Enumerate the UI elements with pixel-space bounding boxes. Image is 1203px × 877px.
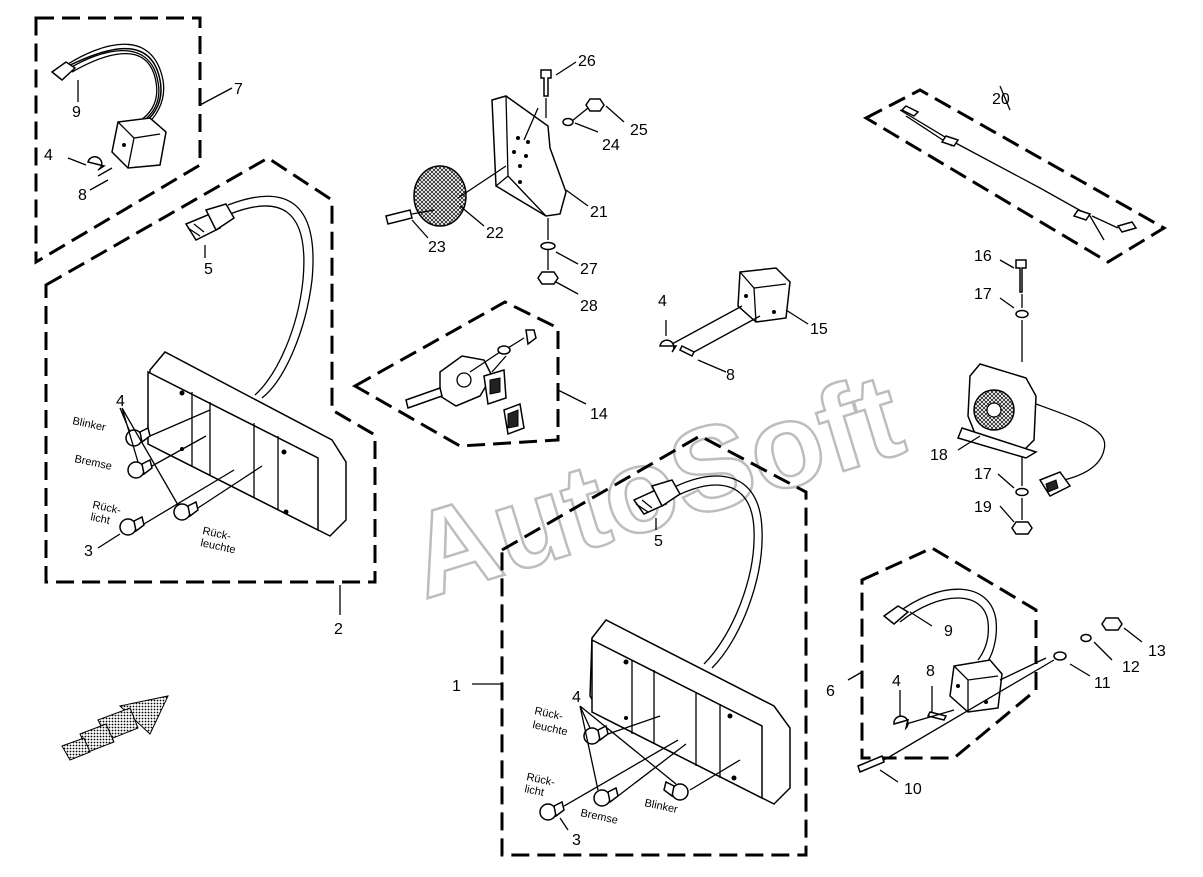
- callout-27: 27: [580, 261, 598, 278]
- callout-8b: 8: [726, 367, 735, 384]
- callout-20: 20: [992, 91, 1010, 108]
- callout-2: 2: [334, 621, 343, 638]
- callout-25: 25: [630, 122, 648, 139]
- callout-7: 7: [234, 81, 243, 98]
- callout-22: 22: [486, 225, 504, 242]
- callout-14: 14: [590, 406, 608, 423]
- label-left-rueckl-1: Rück-: [201, 525, 232, 543]
- group-2-rear-light: [44, 156, 377, 615]
- label-right-rueckl-1: Rück-: [533, 705, 564, 723]
- callout-8c: 8: [926, 663, 935, 680]
- group-6-marker-lamp: [847, 546, 1143, 783]
- callout-28: 28: [580, 298, 598, 315]
- group-7-marker-lamp: [34, 16, 233, 265]
- callout-26: 26: [578, 53, 596, 70]
- callout-24: 24: [602, 137, 620, 154]
- callout-18: 18: [930, 447, 948, 464]
- callout-8a: 8: [78, 187, 87, 204]
- callout-13: 13: [1148, 643, 1166, 660]
- callout-1: 1: [452, 678, 461, 695]
- label-left-blinker: Blinker: [71, 415, 107, 434]
- callout-4c: 4: [658, 293, 667, 310]
- group-1-rear-light: [472, 434, 808, 857]
- group-15-marker-lamp: [659, 267, 809, 373]
- label-right-bremse: Bremse: [579, 807, 619, 827]
- callout-4e: 4: [892, 673, 901, 690]
- callout-10: 10: [904, 781, 922, 798]
- callout-3a: 3: [84, 543, 93, 560]
- callout-9b: 9: [944, 623, 953, 640]
- label-left-bremse: Bremse: [73, 453, 113, 473]
- label-left-rueck-1: Rück-: [91, 499, 122, 517]
- callout-16: 16: [974, 248, 992, 265]
- callout-5a: 5: [204, 261, 213, 278]
- group-14-mounting-bracket: [351, 300, 587, 448]
- label-right-rueck-1: Rück-: [525, 771, 556, 789]
- callout-23: 23: [428, 239, 446, 256]
- callout-17a: 17: [974, 286, 992, 303]
- callout-6: 6: [826, 683, 835, 700]
- callout-4b: 4: [116, 393, 125, 410]
- label-left-rueck-2: licht: [89, 511, 111, 527]
- callout-9a: 9: [72, 104, 81, 121]
- label-right-rueck-2: licht: [523, 783, 545, 799]
- label-right-rueckl-2: leuchte: [531, 719, 568, 738]
- callout-4a: 4: [44, 147, 53, 164]
- callout-15: 15: [810, 321, 828, 338]
- callout-19: 19: [974, 499, 992, 516]
- label-right-blinker: Blinker: [643, 797, 679, 816]
- callout-5b: 5: [654, 533, 663, 550]
- direction-arrow: [61, 695, 169, 761]
- group-20-cable-harness: [862, 85, 1167, 264]
- callout-numbers: 7 9 4 8 5 4 3 2 26 25 24 21 22 23 27 28 …: [44, 53, 1166, 849]
- callout-3b: 3: [572, 832, 581, 849]
- group-21-28-reflector-bracket: [385, 61, 625, 295]
- callout-21: 21: [590, 204, 608, 221]
- callout-4d: 4: [572, 689, 581, 706]
- callout-12: 12: [1122, 659, 1140, 676]
- callout-11: 11: [1094, 675, 1111, 692]
- group-16-19-reverse-alarm: [956, 259, 1106, 535]
- callout-17b: 17: [974, 466, 992, 483]
- label-left-rueckl-2: leuchte: [199, 537, 236, 556]
